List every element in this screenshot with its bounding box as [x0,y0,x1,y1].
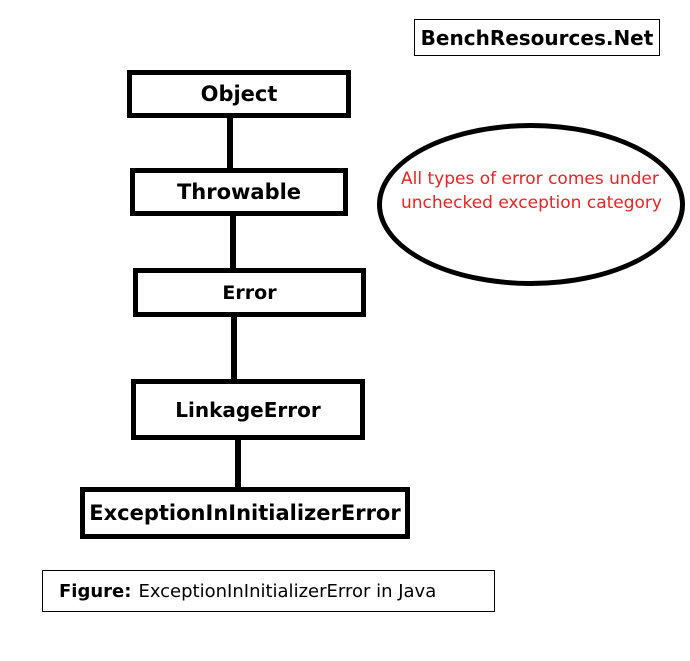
callout-ellipse [377,123,685,286]
figure-caption-text: ExceptionInInitializerError in Java [138,580,437,602]
watermark-badge: BenchResources.Net [414,19,660,56]
node-object: Object [127,70,351,118]
watermark-label: BenchResources.Net [420,25,654,50]
figure-caption: Figure: ExceptionInInitializerError in J… [42,570,495,612]
connector-throwable-error [230,210,236,274]
node-object-label: Object [200,82,278,106]
connector-error-linkageerror [231,311,237,385]
node-linkageerror: LinkageError [131,379,365,440]
node-throwable: Throwable [130,168,348,216]
node-exceptionininitializererror: ExceptionInInitializerError [80,487,410,539]
node-exceptionininitializererror-label: ExceptionInInitializerError [89,501,401,525]
node-error: Error [133,268,366,317]
connector-object-throwable [227,112,233,174]
node-linkageerror-label: LinkageError [175,397,321,422]
callout-text: All types of error comes under unchecked… [401,169,662,213]
figure-caption-label: Figure: [59,580,132,602]
connector-linkageerror-exceptionininitializererror [235,434,241,493]
node-throwable-label: Throwable [176,180,302,204]
node-error-label: Error [222,281,277,304]
